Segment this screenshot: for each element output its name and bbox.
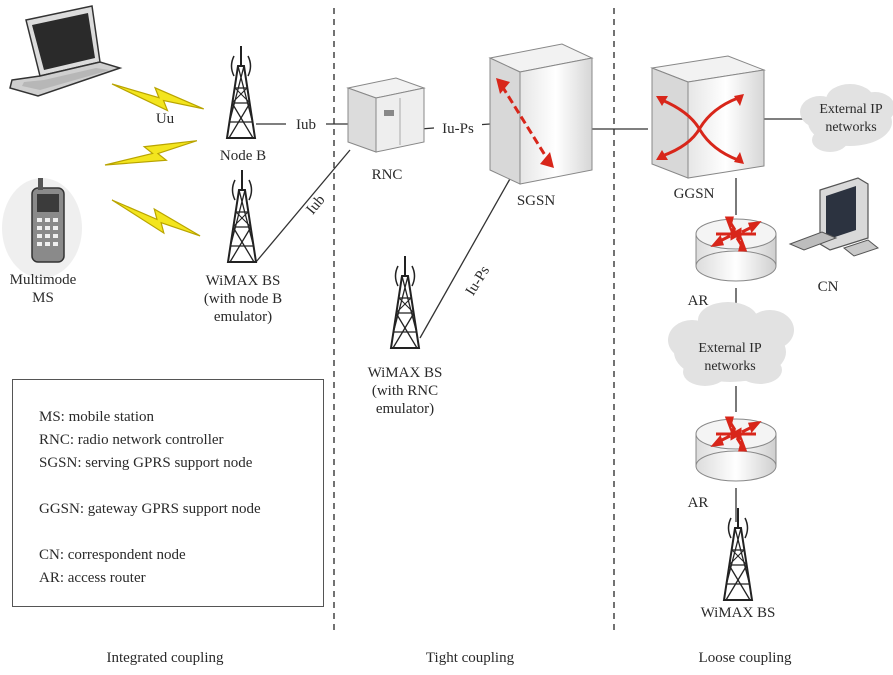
legend-item-cn: CN: correspondent node — [39, 547, 186, 563]
ggsn-switch-icon — [650, 55, 766, 179]
node-label-ar-1: AR — [687, 293, 709, 309]
node-label-cn: CN — [817, 279, 839, 295]
sgsn-switch-icon — [488, 43, 594, 185]
radio-link-bolt-2 — [104, 124, 200, 186]
ar-router-1-icon — [694, 216, 778, 283]
node-label-external-ip-1: External IP networks — [806, 101, 893, 137]
node-b-tower-icon — [226, 45, 256, 139]
link-label-iub-top: Iub — [286, 116, 326, 134]
node-label-wimax-bs-2: WiMAX BS (with RNC emulator) — [350, 364, 460, 418]
node-label-wimax-bs-1-line-3: emulator) — [213, 309, 273, 325]
node-label-external-ip-2-line-2: networks — [704, 359, 756, 374]
node-label-wimax-bs-3: WiMAX BS — [700, 605, 776, 621]
radio-link-bolt-3 — [106, 199, 205, 242]
node-label-external-ip-2: External IP networks — [682, 340, 778, 376]
link-label-iu-ps-top: Iu-Ps — [434, 120, 482, 138]
node-label-multimode-ms: Multimode MS — [0, 271, 86, 307]
wimax-bs-1-tower-icon — [227, 169, 257, 263]
node-label-multimode-ms-line-2: MS — [32, 290, 54, 306]
section-caption-tight: Tight coupling — [425, 650, 515, 666]
external-ip-cloud-1-icon — [800, 84, 893, 152]
node-label-wimax-bs-2-line-1: WiMAX BS — [367, 365, 443, 381]
link-label-uu: Uu — [155, 111, 175, 127]
laptop-icon — [9, 5, 123, 97]
rnc-cabinet-icon — [346, 77, 426, 153]
section-caption-loose: Loose coupling — [698, 650, 792, 666]
legend-box: MS: mobile station RNC: radio network co… — [12, 379, 324, 607]
legend-item-ms: MS: mobile station — [39, 409, 155, 425]
legend-item-ggsn: GGSN: gateway GPRS support node — [39, 501, 261, 517]
wimax-bs-3-tower-icon — [723, 507, 753, 601]
node-label-wimax-bs-1: WiMAX BS (with node B emulator) — [188, 272, 298, 326]
cn-computer-icon — [788, 177, 880, 257]
node-label-sgsn: SGSN — [516, 193, 556, 209]
wimax-bs-2-tower-icon — [390, 255, 420, 349]
legend-item-sgsn: SGSN: serving GPRS support node — [39, 455, 253, 471]
node-label-ggsn: GGSN — [673, 186, 715, 202]
node-label-external-ip-2-line-1: External IP — [698, 341, 762, 356]
node-label-rnc: RNC — [371, 167, 403, 183]
node-label-wimax-bs-1-line-1: WiMAX BS — [205, 273, 281, 289]
node-label-node-b: Node B — [219, 148, 267, 164]
node-label-wimax-bs-2-line-2: (with RNC — [371, 383, 439, 399]
node-label-multimode-ms-line-1: Multimode — [9, 272, 77, 288]
node-label-ar-2: AR — [687, 495, 709, 511]
mobile-phone-icon — [2, 178, 82, 278]
external-ip-cloud-2-icon — [668, 302, 794, 386]
legend-item-ar: AR: access router — [39, 570, 146, 586]
node-label-wimax-bs-2-line-3: emulator) — [375, 401, 435, 417]
legend-item-rnc: RNC: radio network controller — [39, 432, 224, 448]
node-label-wimax-bs-1-line-2: (with node B — [203, 291, 283, 307]
node-label-external-ip-1-line-1: External IP — [819, 102, 883, 117]
section-caption-integrated: Integrated coupling — [106, 650, 224, 666]
ar-router-2-icon — [694, 416, 778, 483]
node-label-external-ip-1-line-2: networks — [825, 120, 877, 135]
